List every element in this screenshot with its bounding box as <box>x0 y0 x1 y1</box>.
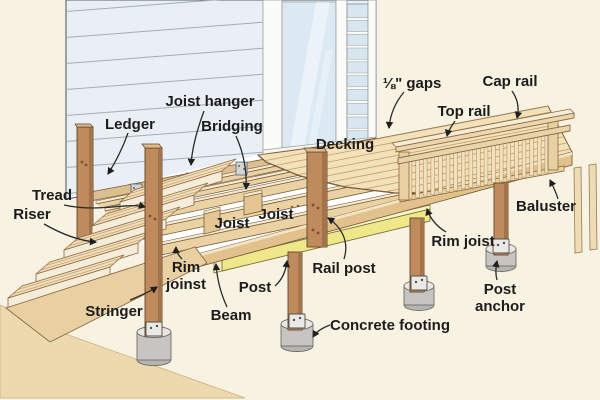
leader-cap-rail <box>511 90 523 120</box>
post-with-footing <box>403 217 435 311</box>
label-gaps: ⅛" gaps <box>383 75 442 92</box>
label-joist-left: Joist <box>214 215 249 232</box>
leader-ledger <box>107 132 129 175</box>
leader-tread <box>63 201 146 209</box>
label-post: Post <box>239 279 272 296</box>
leader-post-anchor <box>492 259 500 281</box>
label-concrete-footing: Concrete footing <box>330 317 450 334</box>
top-rail-board <box>397 124 571 165</box>
door-window <box>262 0 377 157</box>
glass-reflection-2 <box>308 50 333 148</box>
leader-rim-joist-right <box>425 208 447 233</box>
leader-rim-joist-left <box>172 245 183 260</box>
label-bridging: Bridging <box>201 118 263 135</box>
sash-grid-bars <box>346 17 369 132</box>
leader-post <box>274 259 291 287</box>
post-with-footing <box>280 251 314 352</box>
door-trim-left <box>262 0 283 154</box>
label-joist-right: Joist <box>258 206 293 223</box>
glass-reflection <box>290 2 330 148</box>
joist-hanger-bracket <box>235 161 248 176</box>
loose-balusters <box>573 163 598 254</box>
leader-beam <box>212 262 228 308</box>
label-post-anchor-1: Post <box>484 281 517 298</box>
label-post-anchor-2: anchor <box>475 298 525 315</box>
label-stringer: Stringer <box>85 303 143 320</box>
label-top-rail: Top rail <box>437 103 490 120</box>
label-beam: Beam <box>211 307 252 324</box>
leader-top-rail <box>444 120 456 138</box>
rail-post-d <box>303 147 328 248</box>
rail-end-stile-left <box>398 151 410 201</box>
bridging-blocks <box>203 189 263 235</box>
label-rim-joist-left-2: joinst <box>165 276 206 293</box>
door-trim-right <box>367 0 377 141</box>
leader-stringer <box>129 286 158 301</box>
label-rim-joist-left-1: Rim <box>172 259 200 276</box>
leader-joist-hanger <box>187 110 205 167</box>
label-rim-joist-right: Rim joist <box>431 233 494 250</box>
leader-rail-post <box>327 217 347 260</box>
leader-concrete-footing <box>312 324 331 338</box>
cap-rail-top <box>391 108 575 148</box>
leader-bridging <box>235 135 251 191</box>
door-mullion <box>335 0 348 147</box>
label-cap-rail: Cap rail <box>482 73 537 90</box>
rail-post-a <box>74 123 94 251</box>
label-rail-post: Rail post <box>312 260 375 277</box>
label-decking: Decking <box>316 136 374 153</box>
label-joist-hanger: Joist hanger <box>165 93 254 110</box>
label-riser: Riser <box>13 206 51 223</box>
railing <box>391 108 575 203</box>
leader-baluster <box>549 179 559 200</box>
leader-gaps <box>385 91 405 130</box>
label-ledger: Ledger <box>105 116 155 133</box>
leader-riser <box>43 223 98 246</box>
label-tread: Tread <box>32 187 72 204</box>
labels-layer: Ledger Joist hanger Bridging Decking ⅛" … <box>13 73 576 338</box>
label-baluster: Baluster <box>516 198 576 215</box>
